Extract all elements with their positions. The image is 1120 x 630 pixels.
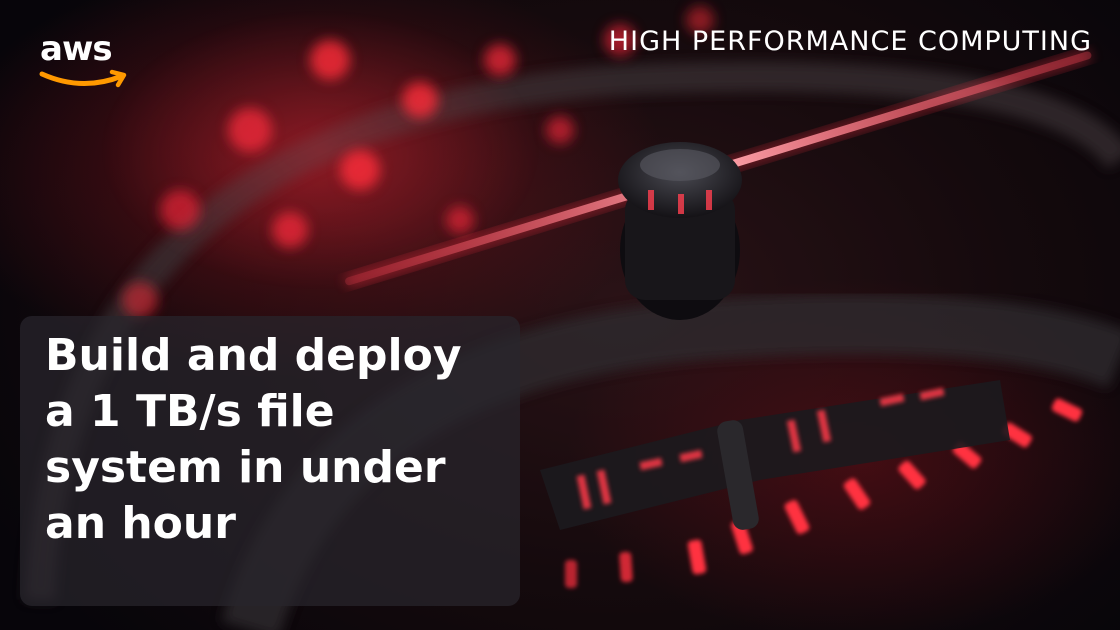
title-line-1: Build and deploy (45, 330, 462, 381)
aws-smile-icon (39, 71, 125, 86)
category-label: HIGH PERFORMANCE COMPUTING (608, 26, 1092, 57)
title-line-4: an hour (45, 498, 236, 549)
aws-arrow-icon (109, 69, 127, 88)
title-line-2: a 1 TB/s file (45, 386, 335, 437)
article-title: Build and deploy a 1 TB/s file system in… (45, 328, 502, 552)
aws-logo-text: aws (40, 30, 112, 69)
title-line-3: system in under (45, 442, 446, 493)
aws-logo: aws (39, 30, 127, 88)
title-panel: Build and deploy a 1 TB/s file system in… (20, 316, 520, 606)
